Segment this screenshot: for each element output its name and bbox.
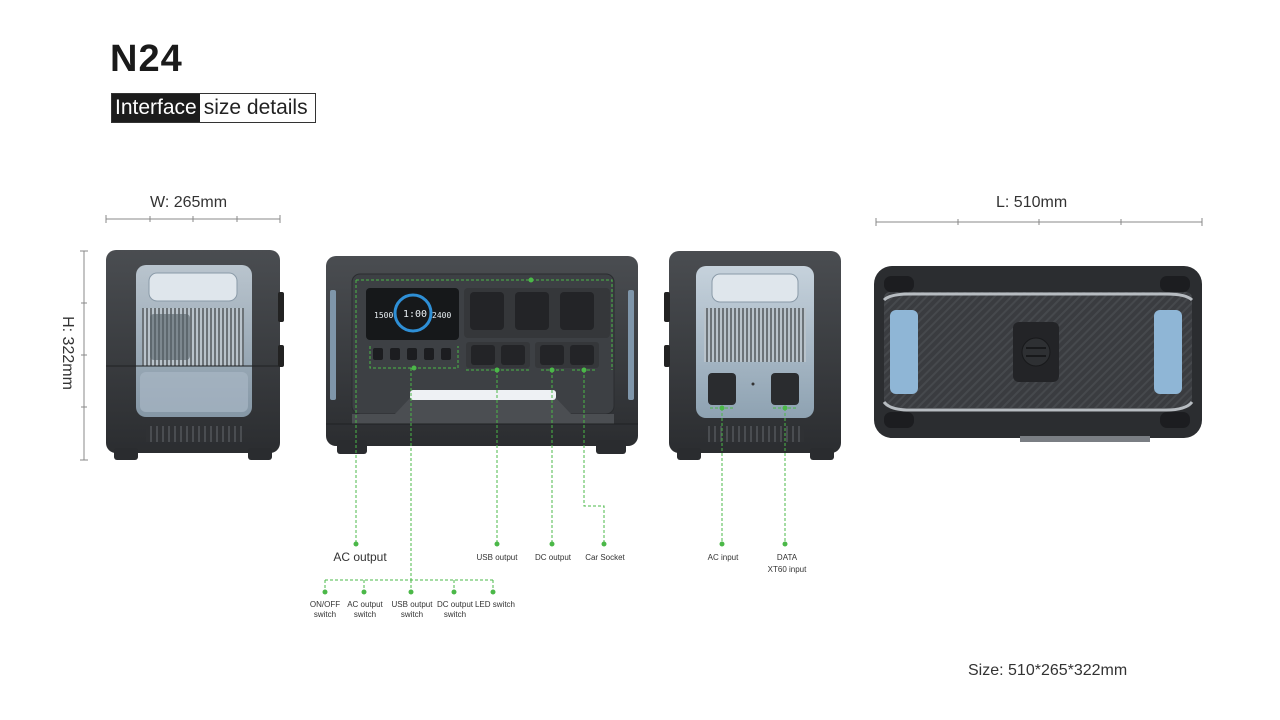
side-view-right bbox=[664, 251, 841, 460]
callout-data-input: DATA XT60 input bbox=[762, 553, 812, 575]
display-right-value: 2400 bbox=[432, 311, 451, 320]
callout-ac-switch-line1: AC output bbox=[347, 600, 383, 609]
callout-usb-output-switch: USB output switch bbox=[389, 600, 435, 620]
model-title: N24 bbox=[110, 38, 183, 80]
subtitle-highlight: Interface bbox=[112, 94, 200, 122]
callout-data-line2: XT60 input bbox=[767, 565, 807, 574]
display-left-value: 1500 bbox=[374, 311, 393, 320]
callout-dots bbox=[322, 277, 788, 595]
callout-led-switch: LED switch bbox=[474, 600, 515, 609]
callout-dc-output-switch: DC output switch bbox=[433, 600, 477, 620]
callout-ac-output-switch: AC output switch bbox=[344, 600, 386, 620]
callout-onoff-line2: switch bbox=[313, 610, 337, 619]
subtitle-text: size details bbox=[199, 94, 315, 122]
callout-onoff-line1: ON/OFF bbox=[309, 600, 341, 609]
callout-usb-switch-line1: USB output bbox=[391, 600, 433, 609]
callout-data-line1: DATA bbox=[776, 553, 798, 562]
width-dimension-line bbox=[105, 215, 281, 223]
lcd-display bbox=[366, 288, 459, 340]
callout-onoff-switch: ON/OFF switch bbox=[305, 600, 345, 620]
height-dimension-line bbox=[80, 250, 88, 461]
size-label: Size: 510*265*322mm bbox=[968, 662, 1128, 679]
width-dimension-label: W: 265mm bbox=[150, 194, 228, 211]
front-view: 1500 1:00 2400 bbox=[326, 256, 638, 454]
callout-ac-input: AC input bbox=[707, 553, 739, 562]
callout-ac-switch-line2: switch bbox=[353, 610, 377, 619]
callout-dc-switch-line1: DC output bbox=[436, 600, 474, 609]
led-light-bar bbox=[410, 390, 556, 400]
side-view-left bbox=[106, 250, 284, 460]
subtitle-box: Interface size details bbox=[111, 93, 316, 123]
callout-dc-switch-line2: switch bbox=[443, 610, 467, 619]
top-view bbox=[874, 266, 1202, 442]
ac-input-port bbox=[708, 373, 736, 405]
callout-usb-output: USB output bbox=[476, 553, 518, 562]
xt60-input-port bbox=[771, 373, 799, 405]
callout-dc-output: DC output bbox=[534, 553, 572, 562]
callout-car-socket: Car Socket bbox=[585, 553, 625, 562]
callout-ac-output: AC output bbox=[333, 550, 387, 564]
length-dimension-line bbox=[875, 218, 1203, 226]
usb-dc-ports bbox=[466, 342, 599, 368]
callout-usb-switch-line2: switch bbox=[400, 610, 424, 619]
display-center-value: 1:00 bbox=[403, 309, 427, 320]
front-switch-buttons bbox=[373, 348, 451, 360]
length-dimension-label: L: 510mm bbox=[996, 194, 1068, 211]
ac-output-sockets bbox=[464, 288, 610, 338]
